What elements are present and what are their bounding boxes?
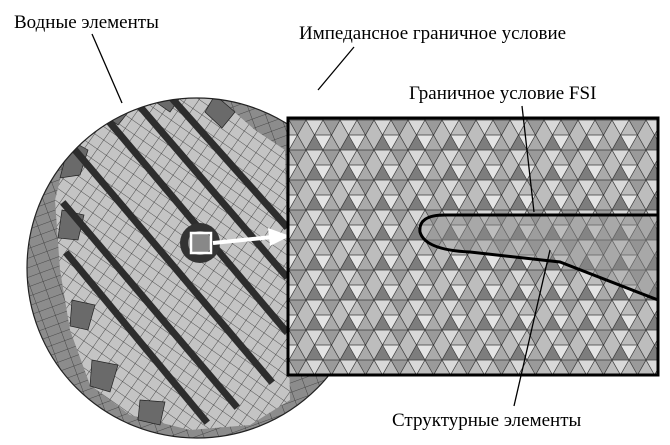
circular-domain xyxy=(27,98,367,438)
label-impedance-bc: Импедансное граничное условие xyxy=(299,23,566,44)
fsi-boundary-curve xyxy=(418,213,658,302)
zoom-region-marker xyxy=(189,231,213,255)
inset-zoom-panel xyxy=(286,116,660,377)
leader-impedance-bc xyxy=(317,46,355,91)
leader-fsi-bc xyxy=(521,105,535,213)
leader-water-elements xyxy=(91,33,123,104)
leader-structural-elements xyxy=(513,249,551,407)
label-fsi-bc: Граничное условие FSI xyxy=(409,83,596,104)
structure-region xyxy=(419,215,658,300)
zoom-arrow xyxy=(212,228,290,246)
label-water-elements: Водные элементы xyxy=(14,12,159,33)
structural-stripes xyxy=(60,98,290,425)
label-structural-elements: Структурные элементы xyxy=(392,410,582,431)
